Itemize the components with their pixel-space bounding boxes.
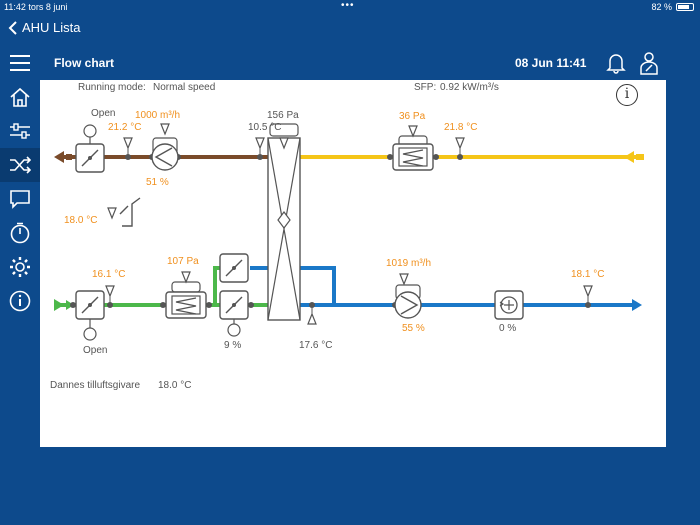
exhaust-damper[interactable] — [75, 124, 105, 173]
sidebar-home[interactable] — [0, 80, 40, 114]
mixing-damper[interactable] — [219, 290, 254, 337]
chevron-left-icon — [8, 20, 17, 35]
flow-chart-panel: Running mode: Normal speed SFP: 0.92 kW/… — [40, 80, 666, 447]
menu-icon — [10, 55, 30, 71]
sidebar-menu[interactable] — [0, 46, 40, 80]
running-mode-label: Running mode: — [78, 82, 146, 93]
exhaust-outlet-temp: 21.2 °C — [108, 122, 142, 133]
supply-flow: 1019 m³/h — [386, 258, 432, 269]
sidebar-settings[interactable] — [0, 250, 40, 284]
sidebar-flow-chart[interactable] — [0, 148, 40, 182]
info-icon — [9, 290, 31, 312]
ahu-diagram — [54, 123, 644, 341]
supply-filter[interactable] — [160, 271, 212, 319]
page-title: Flow chart — [54, 56, 115, 70]
bypass-damper[interactable] — [219, 253, 249, 283]
outdoor-duct-temp-sensor[interactable] — [105, 285, 115, 308]
supply-temp-sensor[interactable] — [583, 285, 593, 308]
extract-temp: 21.8 °C — [444, 122, 478, 133]
footer-label: Dannes tilluftsgivare — [50, 380, 141, 391]
sidebar — [0, 46, 40, 318]
extract-duct — [300, 151, 644, 163]
sidebar-timer[interactable] — [0, 216, 40, 250]
running-mode-value: Normal speed — [153, 82, 216, 93]
exchanger-pressure: 156 Pa — [267, 110, 299, 121]
outdoor-temp: 16.1 °C — [92, 269, 126, 280]
exchanger-pressure-sensor[interactable] — [255, 123, 299, 160]
electric-heater[interactable] — [494, 290, 524, 320]
exhaust-temp-sensor[interactable] — [123, 137, 133, 160]
sfp-value: 0.92 kW/m³/s — [440, 82, 499, 93]
diagram-info-button[interactable]: i — [616, 84, 638, 106]
chat-icon — [10, 190, 30, 209]
heat-exchanger[interactable] — [267, 137, 301, 321]
outdoor-temp-sensor-symbol[interactable] — [107, 197, 141, 227]
user-service-icon[interactable] — [639, 51, 659, 75]
extract-filter[interactable] — [387, 125, 439, 171]
status-time: 11:42 tors 8 juni — [4, 2, 68, 12]
exchanger-exhaust-temp: 10.5 °C — [248, 122, 282, 133]
header-datetime: 08 Jun 11:41 — [515, 56, 587, 70]
outdoor-sensor-temp: 18.0 °C — [64, 215, 98, 226]
sfp-label: SFP: — [414, 82, 437, 93]
page-header: Flow chart 08 Jun 11:41 — [40, 46, 666, 82]
intake-damper-status: Open — [83, 345, 108, 356]
supply-after-exchanger-sensor[interactable] — [307, 302, 317, 325]
supply-air-duct — [250, 266, 642, 311]
back-label: AHU Lista — [22, 20, 81, 35]
multitask-dots[interactable]: ••• — [341, 0, 355, 11]
intake-damper[interactable] — [70, 290, 105, 341]
gear-icon — [10, 257, 30, 277]
status-bar: 11:42 tors 8 juni ••• 82 % — [0, 0, 700, 14]
sidebar-info[interactable] — [0, 284, 40, 318]
battery-icon — [676, 3, 694, 11]
extract-temp-sensor[interactable] — [455, 137, 465, 160]
supply-filter-pressure: 107 Pa — [167, 256, 199, 267]
exhaust-fan[interactable] — [149, 123, 181, 171]
bypass-damper-position: 9 % — [224, 340, 242, 351]
heater-output: 0 % — [499, 323, 517, 334]
battery-indicator: 82 % — [651, 2, 694, 12]
supply-temp: 18.1 °C — [571, 269, 605, 280]
home-icon — [10, 87, 30, 107]
supply-fan[interactable] — [392, 273, 422, 319]
exhaust-fan-speed: 51 % — [146, 177, 169, 188]
supply-fan-speed: 55 % — [402, 323, 425, 334]
bell-icon[interactable] — [606, 52, 626, 74]
supply-after-exchanger-temp: 17.6 °C — [299, 340, 333, 351]
sidebar-settings-sliders[interactable] — [0, 114, 40, 148]
shuffle-icon — [10, 156, 31, 174]
exhaust-damper-status: Open — [91, 108, 116, 119]
sliders-icon — [10, 123, 30, 139]
footer-value: 18.0 °C — [158, 380, 192, 391]
timer-icon — [10, 222, 30, 244]
exhaust-flow: 1000 m³/h — [135, 110, 181, 121]
sidebar-messages[interactable] — [0, 182, 40, 216]
back-button[interactable]: AHU Lista — [8, 20, 81, 35]
extract-filter-pressure: 36 Pa — [399, 111, 426, 122]
